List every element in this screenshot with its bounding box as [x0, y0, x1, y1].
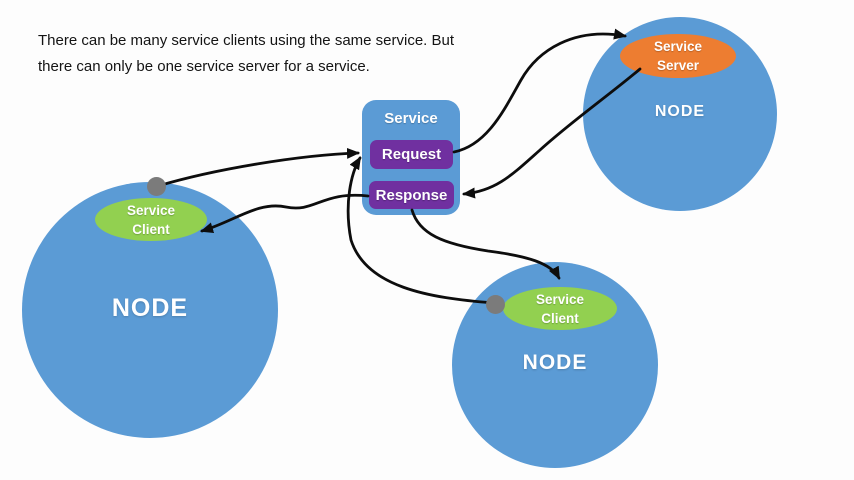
junction-dot-bottom-client	[486, 295, 505, 314]
service-client-bottom: Service Client	[503, 287, 617, 330]
service-client-bottom-line2: Client	[541, 310, 579, 326]
service-client-left-line2: Client	[132, 221, 170, 237]
node-label-left: NODE	[111, 294, 189, 322]
annotation-text: There can be many service clients using …	[38, 28, 454, 80]
service-server: Service Server	[620, 34, 736, 78]
service-client-left: Service Client	[95, 198, 207, 241]
service-box: Service Request Response	[362, 100, 460, 215]
response-box: Response	[369, 181, 454, 209]
service-title: Service	[384, 110, 438, 127]
request-box: Request	[370, 140, 453, 169]
service-client-left-line1: Service	[126, 202, 176, 218]
service-server-line1: Service	[653, 39, 703, 54]
service-server-line2: Server	[656, 58, 700, 73]
annotation-line-1: There can be many service clients using …	[38, 32, 455, 49]
junction-dot-left-client	[147, 177, 166, 196]
arrow-left-client-to-request	[156, 147, 360, 188]
service-client-bottom-line1: Service	[535, 291, 585, 307]
annotation-line-2: there can only be one service server for…	[38, 58, 370, 75]
node-label-bottom: NODE	[522, 351, 588, 374]
node-label-top-right: NODE	[654, 103, 706, 120]
